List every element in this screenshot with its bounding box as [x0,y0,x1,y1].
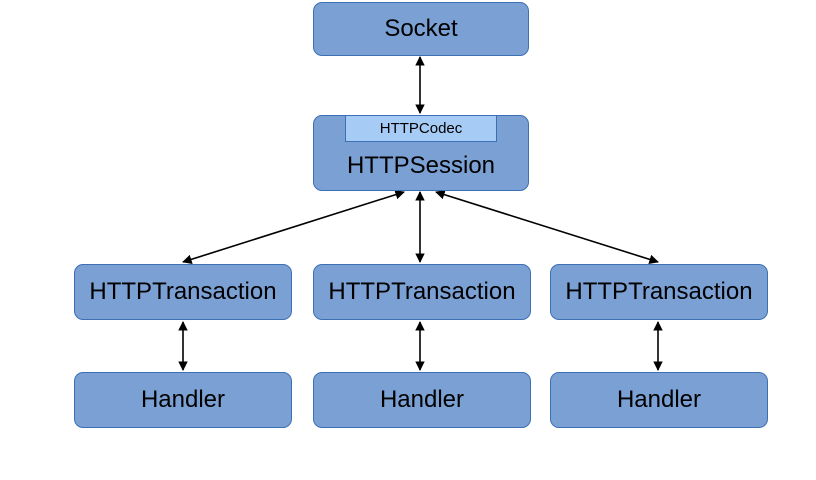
node-handler-1[interactable]: Handler [74,372,292,428]
node-label-transaction-2: HTTPTransaction [328,278,516,305]
node-handler-2[interactable]: Handler [313,372,531,428]
node-transaction-1[interactable]: HTTPTransaction [74,264,292,320]
node-transaction-3[interactable]: HTTPTransaction [550,264,768,320]
node-label-handler-3: Handler [616,386,702,413]
node-label-handler-1: Handler [140,386,226,413]
node-label-socket: Socket [384,15,458,42]
node-handler-3[interactable]: Handler [550,372,768,428]
node-httpcodec[interactable]: HTTPCodec [345,115,497,142]
node-label-transaction-1: HTTPTransaction [89,278,277,305]
node-label-transaction-3: HTTPTransaction [565,278,753,305]
edge-session-transaction-3 [435,190,659,264]
node-label-httpcodec: HTTPCodec [379,120,463,137]
node-socket[interactable]: Socket [313,2,529,56]
node-label-httpsession: HTTPSession [346,152,496,179]
node-transaction-2[interactable]: HTTPTransaction [313,264,531,320]
edge-session-transaction-1 [182,190,405,264]
node-label-handler-2: Handler [379,386,465,413]
